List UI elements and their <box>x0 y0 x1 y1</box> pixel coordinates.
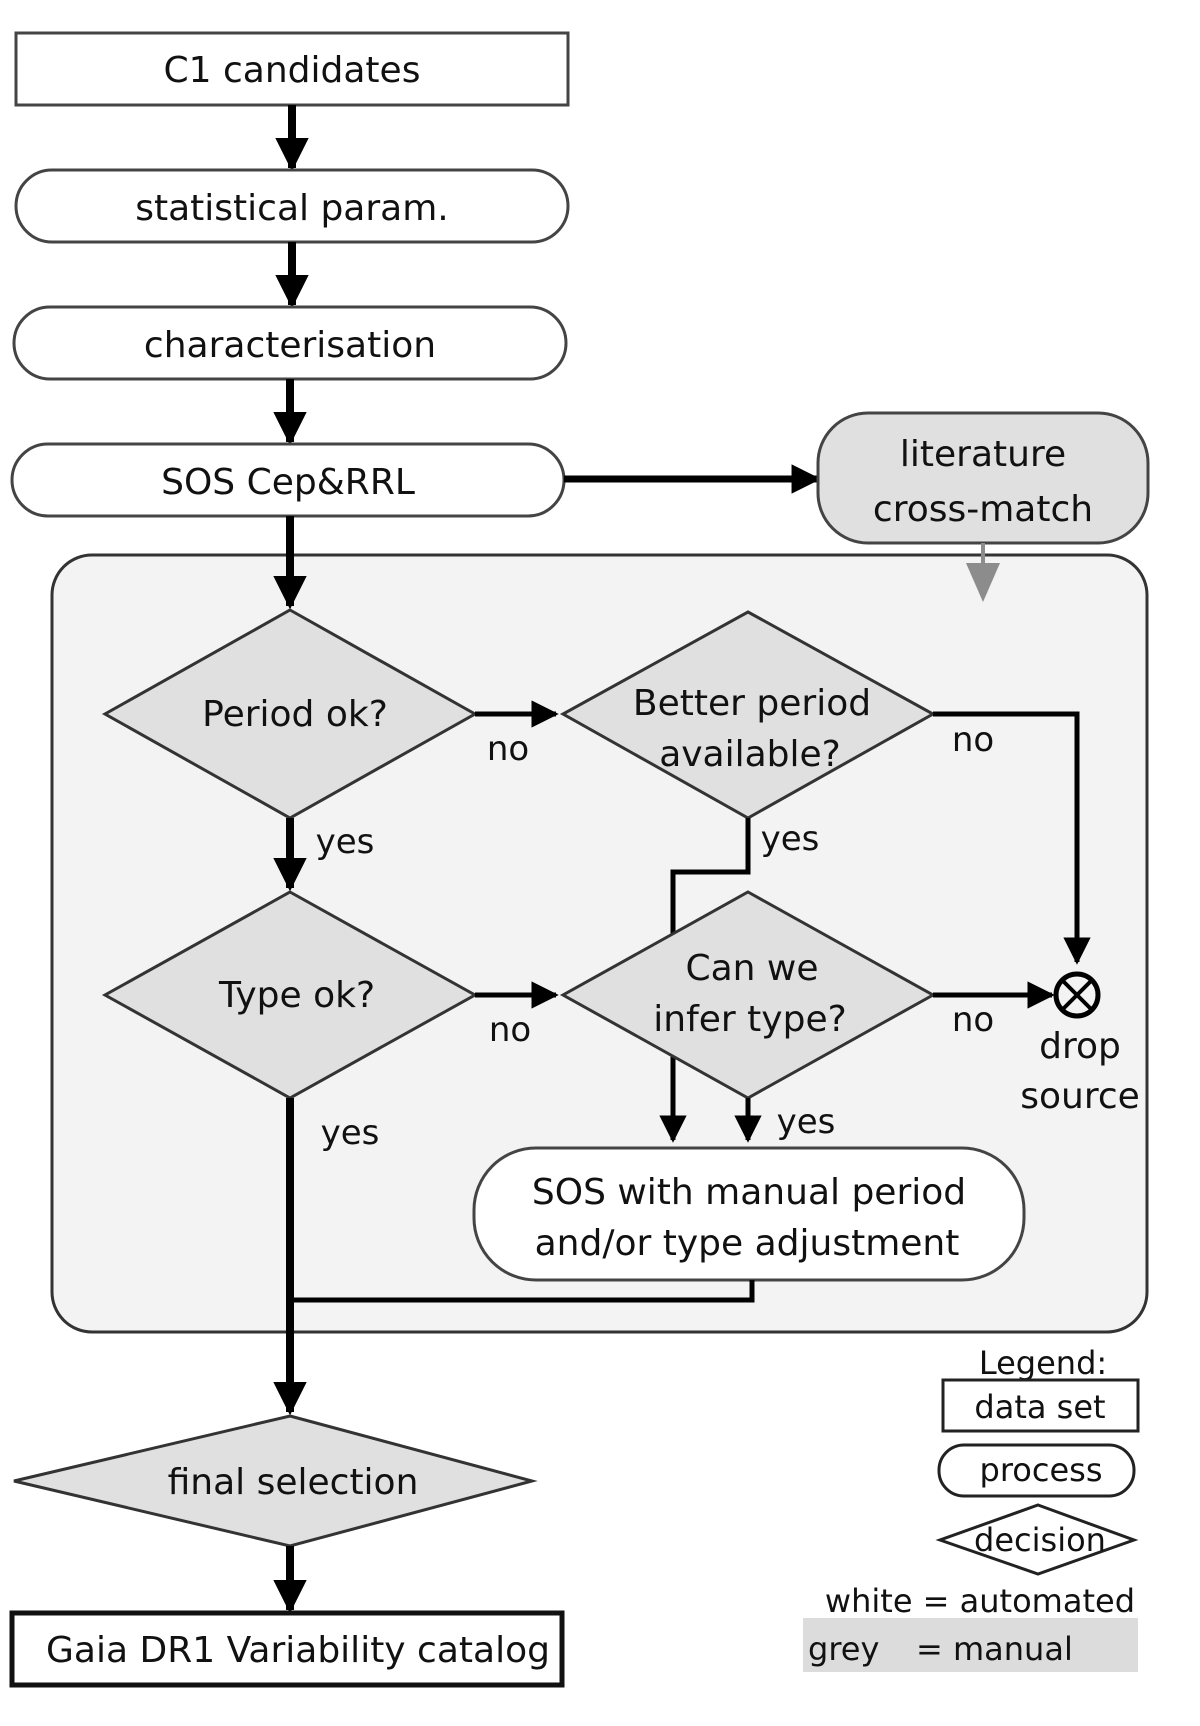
statistical-param-label: statistical param. <box>135 188 449 229</box>
c1-candidates-label: C1 candidates <box>164 50 421 91</box>
period-ok-label: Period ok? <box>202 694 388 735</box>
legend-process-box <box>937 1443 1136 1498</box>
legend-decision-diamond <box>935 1503 1139 1576</box>
legend-process-label: process <box>980 1451 1103 1489</box>
arrow-better-no <box>933 711 1091 965</box>
gaia-catalog-label: Gaia DR1 Variability catalog <box>46 1630 550 1671</box>
legend-data-set-box <box>941 1378 1140 1433</box>
infer-type-label-line1: Can we <box>685 948 818 989</box>
sos-manual-label-line1: SOS with manual period <box>532 1172 966 1213</box>
legend-data-set-label: data set <box>974 1388 1105 1426</box>
legend-white-automated: white = automated <box>825 1582 1135 1620</box>
better-period-label-line1: Better period <box>633 683 871 724</box>
characterisation-label: characterisation <box>144 325 436 366</box>
infer-yes-label: yes <box>777 1102 836 1142</box>
legend-grey-manual: = manual <box>916 1630 1073 1668</box>
arrow-sos-manual-return <box>290 1280 755 1303</box>
legend-grey-swatch <box>803 1618 1138 1672</box>
period-no-label: no <box>487 729 529 769</box>
type-yes-label: yes <box>321 1113 380 1153</box>
infer-type-label-line2: infer type? <box>653 999 846 1040</box>
better-no-label: no <box>952 720 994 760</box>
drop-source-label-line1: drop <box>1039 1026 1121 1067</box>
literature-label-line2: cross-match <box>873 489 1093 530</box>
sos-manual-box <box>472 1146 1026 1282</box>
gaia-catalog-box <box>9 1610 565 1688</box>
literature-label-line1: literature <box>900 434 1066 475</box>
legend: Legend: data set process decision white … <box>803 1344 1140 1672</box>
infer-no-label: no <box>952 1000 994 1040</box>
legend-decision-label: decision <box>974 1521 1106 1559</box>
final-selection-label: final selection <box>168 1462 419 1503</box>
grey-arrowhead-icon <box>966 563 1000 602</box>
period-yes-label: yes <box>316 822 375 862</box>
better-yes-label: yes <box>761 819 820 859</box>
drop-source-label-line2: source <box>1020 1076 1140 1117</box>
drop-source-icon <box>1053 971 1101 1019</box>
type-no-label: no <box>489 1010 531 1050</box>
legend-grey-word: grey <box>808 1630 879 1668</box>
type-ok-label: Type ok? <box>218 975 375 1016</box>
sos-manual-label-line2: and/or type adjustment <box>535 1223 960 1264</box>
legend-title: Legend: <box>979 1344 1107 1382</box>
c1-candidates-box <box>14 31 570 107</box>
sos-cep-rrl-label: SOS Cep&RRL <box>161 462 415 503</box>
better-period-label-line2: available? <box>659 734 841 775</box>
